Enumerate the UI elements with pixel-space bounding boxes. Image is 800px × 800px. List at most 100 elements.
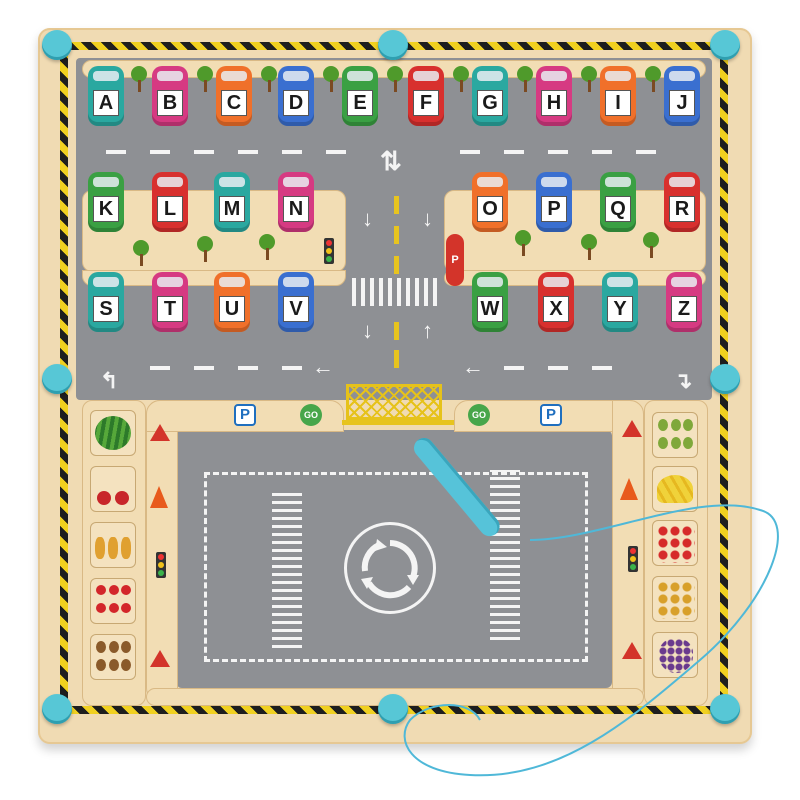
traffic-light-icon [628,546,638,572]
go-sign: GO [300,404,322,426]
car-letter: I [605,90,631,116]
lane-dash-16 [504,366,524,370]
tree-icon [260,66,278,92]
car-tile: B [152,66,188,126]
arrow-up-icon: ↑ [422,318,433,343]
arrow-left-icon: ← [312,354,334,379]
lane-dash-18 [592,366,612,370]
car-tile: Q [600,172,636,232]
car-tile: Y [602,272,638,332]
pear-icon [671,419,681,431]
cherry-icon [97,491,111,505]
warning-sign-icon [622,642,642,659]
arrow-turn-icon: ↴ [674,368,693,393]
car-letter: O [477,196,503,222]
car-letter: R [669,196,695,222]
fruit-tile-cherries [90,466,136,512]
arrow-turn-icon: ↰ [100,368,119,393]
lane-dash-17 [548,366,568,370]
arrow-left-icon: ← [462,354,484,379]
fruit-tile-pineapples [90,522,136,568]
kiwi-icon [121,659,131,671]
car-tile: H [536,66,572,126]
board-pin [42,364,72,394]
tree-icon [580,66,598,92]
tree-icon [196,236,214,262]
apple-icon [109,603,119,613]
car-letter: G [477,90,503,116]
tree-icon [132,240,150,266]
arrow-down-icon: ↓ [362,206,373,231]
car-tile: J [664,66,700,126]
pedestrian-sign-icon [622,420,642,437]
lane-dash-6 [326,150,346,154]
wood-strip-right-bottom [444,270,706,286]
lane-dash-11 [636,150,656,154]
parking-sign: P [234,404,256,426]
grapes-icon [659,639,693,673]
car-letter: F [413,90,439,116]
center-line-1 [394,196,399,214]
mango-icon [657,581,695,619]
pedestrian-sign-icon [150,424,170,441]
fruit-tile-apples [90,578,136,624]
car-tile: V [278,272,314,332]
fruit-tile-watermelon [90,410,136,456]
gate-stopline [342,420,454,425]
car-letter: Q [605,196,631,222]
car-letter: H [541,90,567,116]
kiwi-icon [96,659,106,671]
lane-dash-9 [548,150,568,154]
tree-icon [130,66,148,92]
lane-dash-1 [106,150,126,154]
car-tile: E [342,66,378,126]
fruit-tile-mangoes [652,576,698,622]
apple-icon [109,585,119,595]
kiwi-icon [96,641,106,653]
car-tile: X [538,272,574,332]
car-letter: A [93,90,119,116]
lot-crosswalk-right [490,470,520,640]
lane-dash-15 [282,366,302,370]
car-tile: W [472,272,508,332]
pineapple-icon [108,537,118,559]
tree-icon [644,66,662,92]
car-letter: L [157,196,183,222]
car-tile: I [600,66,636,126]
tree-icon [514,230,532,256]
board-pin [710,30,740,60]
car-tile: D [278,66,314,126]
cherry-icon [115,491,129,505]
car-letter: B [157,90,183,116]
lot-crosswalk-left [272,488,302,648]
center-line-2 [394,226,399,244]
pear-icon [683,437,693,449]
warning-sign-icon [150,650,170,667]
apple-icon [96,603,106,613]
car-tile: F [408,66,444,126]
car-tile: M [214,172,250,232]
kiwi-icon [121,641,131,653]
watermelon-icon [95,416,131,450]
car-letter: E [347,90,373,116]
pear-icon [683,419,693,431]
parking-direction-sign: P [446,234,464,286]
tree-icon [452,66,470,92]
car-tile: O [472,172,508,232]
fruit-tile-kiwis [90,634,136,680]
traffic-light-icon [324,238,334,264]
car-letter: C [221,90,247,116]
lane-dash-14 [238,366,258,370]
fruit-tile-grapes [652,632,698,678]
arrow-fork-icon: ⇅ [380,146,402,176]
go-sign: GO [468,404,490,426]
lot-dashed-outline [204,472,588,662]
traffic-cone-icon [150,486,168,508]
car-tile: T [152,272,188,332]
car-letter: K [93,196,119,222]
pear-icon [671,437,681,449]
car-letter: Y [607,296,633,322]
tree-icon [322,66,340,92]
board-pin [42,30,72,60]
